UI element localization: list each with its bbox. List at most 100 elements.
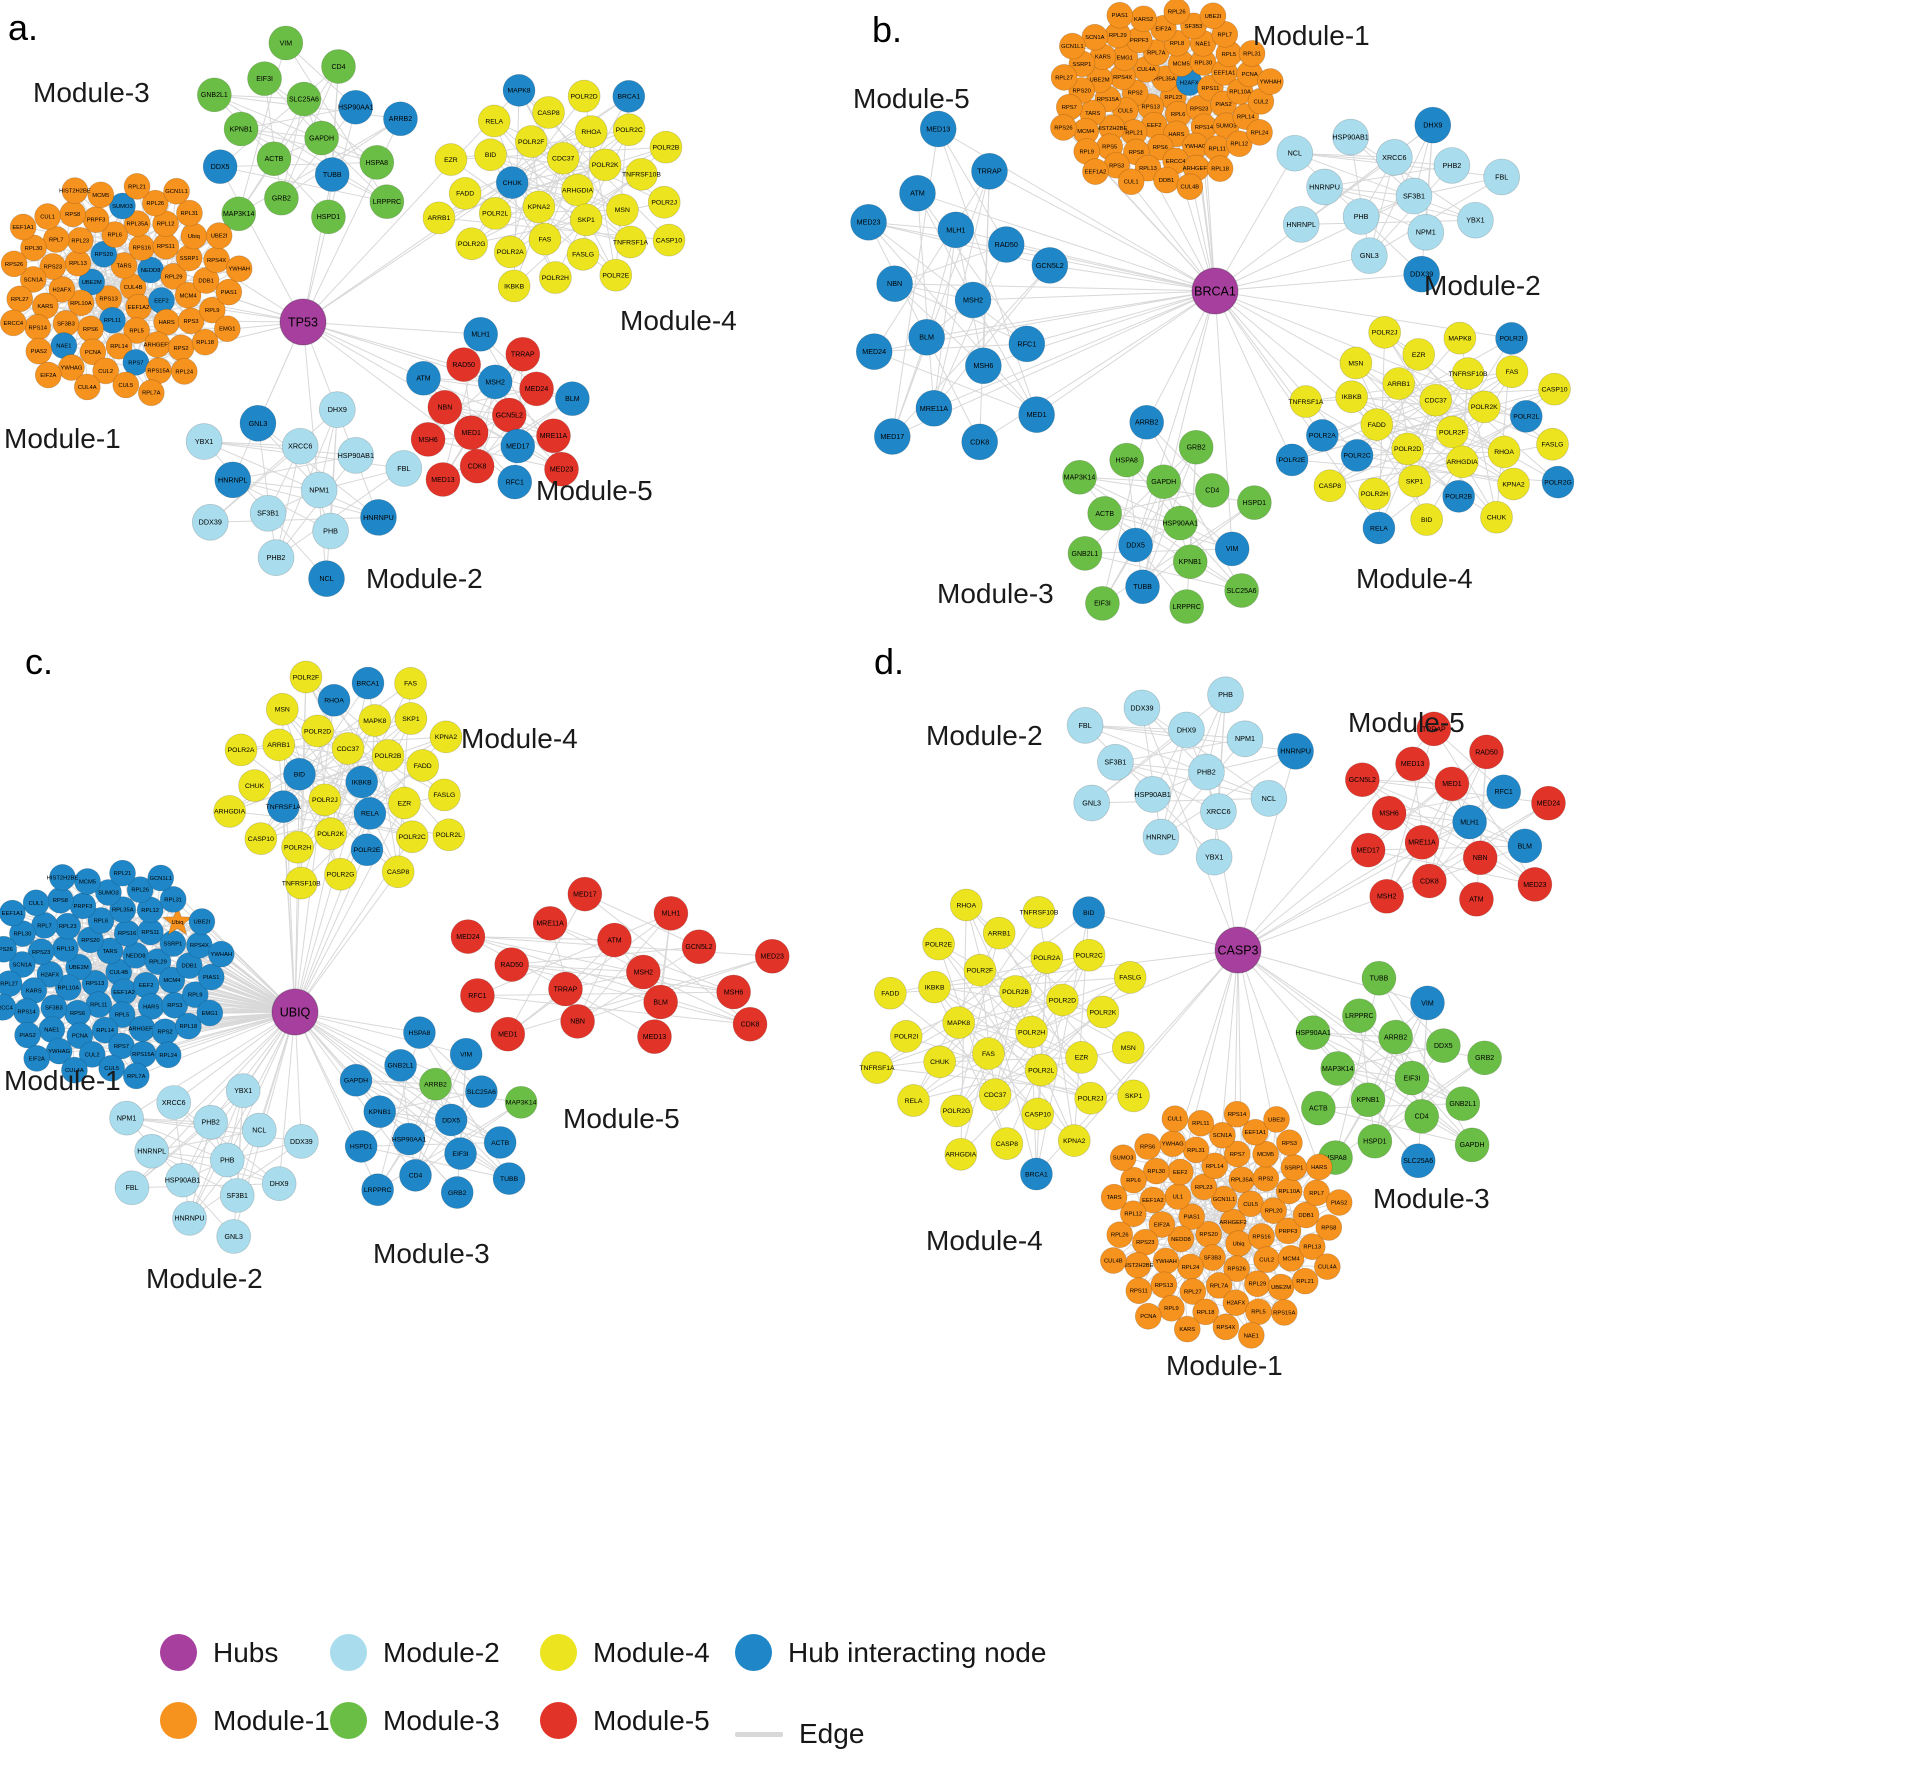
node-label: RPS16 [133, 245, 151, 251]
node-ACTB: ACTB [1087, 496, 1123, 531]
node-label: CUL1 [1167, 1117, 1182, 1123]
node-label: POLR2K [317, 831, 344, 838]
node-circle [219, 1178, 255, 1213]
node-NBN: NBN [876, 265, 913, 303]
node-MAPK8: MAPK8 [1443, 321, 1477, 355]
node-circle [123, 210, 151, 237]
node-circle [1404, 1098, 1440, 1134]
node-label: MAPK8 [363, 718, 386, 725]
node-circle [192, 267, 220, 294]
module-label: Module-3 [373, 1238, 490, 1269]
node-GNL3: GNL3 [1350, 237, 1388, 275]
legend-label: Module-2 [383, 1636, 500, 1668]
node-label: RPL30 [1147, 1169, 1165, 1175]
node-DHX9: DHX9 [261, 1166, 297, 1202]
node-RPL13: RPL13 [52, 935, 79, 962]
node-label: EEF2 [1173, 1170, 1188, 1176]
node-KPNA2: KPNA2 [1057, 1124, 1091, 1157]
node-label: BLM [1518, 843, 1533, 850]
node-label: CUL2 [85, 1052, 100, 1058]
node-RPS16: RPS16 [128, 234, 156, 261]
node-label: HSP90AB1 [165, 1177, 201, 1184]
node-XRCC6: XRCC6 [281, 427, 319, 465]
node-DHX9: DHX9 [1168, 711, 1205, 749]
node-label: MED13 [926, 124, 950, 133]
node-label: POLR2K [592, 162, 619, 169]
node-FAS: FAS [1495, 355, 1529, 389]
node-label: ATM [416, 376, 430, 383]
node-circle [1454, 1127, 1490, 1163]
node-circle [681, 929, 717, 965]
node-label: PIAS1 [1183, 1215, 1199, 1221]
node-label: EIF3I [452, 1151, 468, 1158]
node-circle [1394, 1060, 1430, 1096]
node-circle [1211, 20, 1239, 48]
node-MAPK8: MAPK8 [502, 74, 536, 107]
node-label: RPL7 [1218, 32, 1233, 38]
node-POLR2H: POLR2H [1015, 1015, 1048, 1049]
legend-label: Hubs [213, 1636, 279, 1668]
node-PRPF3: PRPF3 [82, 206, 110, 233]
node-label: RPS20 [1199, 1232, 1217, 1238]
node-label: MCM4 [1077, 129, 1095, 135]
node-HSP90AA1: HSP90AA1 [338, 89, 373, 125]
node-label: POLR2J [1078, 1096, 1104, 1103]
node-label: UBE2I [1268, 1117, 1285, 1123]
node-label: EIF2A [40, 373, 56, 379]
node-label: NAE1 [1195, 41, 1210, 47]
node-RPL7: RPL7 [1211, 20, 1239, 48]
node-label: MED23 [761, 954, 784, 961]
node-HSPD1: HSPD1 [344, 1130, 378, 1163]
node-label: CASP8 [996, 1141, 1019, 1148]
node-LRPPRC: LRPPRC [369, 184, 405, 220]
node-label: POLR2B [1445, 494, 1472, 501]
node-MAP3K14: MAP3K14 [221, 196, 257, 232]
node-circle [1224, 573, 1259, 608]
node-label: EIF3I [256, 76, 273, 83]
node-MED17: MED17 [567, 876, 603, 912]
node-CD4: CD4 [399, 1159, 432, 1192]
node-circle [1486, 774, 1522, 810]
node-label: ARRB2 [389, 116, 412, 123]
node-RPS7: RPS7 [1223, 1140, 1251, 1168]
node-label: HARS [1311, 1165, 1327, 1171]
node-MRE11A: MRE11A [915, 389, 953, 427]
node-RPL31: RPL31 [176, 199, 203, 227]
node-circle [289, 660, 323, 694]
node-circle [1350, 1082, 1386, 1118]
node-label: MAPK8 [508, 88, 531, 95]
node-label: SF3B3 [45, 1006, 63, 1012]
node-MED13: MED13 [637, 1019, 672, 1054]
edge-line-icon [735, 1731, 783, 1737]
node-RPS8: RPS8 [47, 886, 74, 914]
node-label: TNFRSF10B [1019, 910, 1058, 917]
node-circle [1410, 503, 1444, 536]
node-label: MED1 [1027, 410, 1047, 419]
node-label: MED17 [573, 891, 596, 898]
node-circle [965, 347, 1002, 385]
node-label: ARHGDIA [945, 1152, 976, 1159]
node-circle [300, 471, 338, 509]
node-circle [337, 437, 375, 474]
node-label: CUL1 [40, 215, 55, 221]
node-circle [1433, 147, 1471, 184]
node-label: EEF1A1 [12, 225, 34, 231]
node-circle [61, 1056, 88, 1084]
node-CASP10: CASP10 [652, 223, 686, 257]
node-circle [48, 275, 76, 303]
node-label: POLR2D [304, 728, 331, 735]
node-label: GCN5L2 [496, 412, 523, 419]
node-TRRAP: TRRAP [505, 336, 541, 372]
node-label: SSRP1 [1072, 62, 1091, 68]
node-label: RPS26 [0, 947, 13, 953]
node-label: POLR2G [943, 1108, 971, 1115]
node-circle [1179, 1278, 1207, 1305]
node-circle [1371, 795, 1407, 831]
node-circle [637, 1019, 672, 1054]
node-circle [444, 1137, 477, 1170]
node-Ubiq: Ubiq [161, 905, 194, 936]
node-circle [223, 111, 259, 147]
node-circle [1303, 1179, 1330, 1207]
node-label: VIM [1226, 546, 1239, 553]
node-circle [1480, 500, 1513, 534]
